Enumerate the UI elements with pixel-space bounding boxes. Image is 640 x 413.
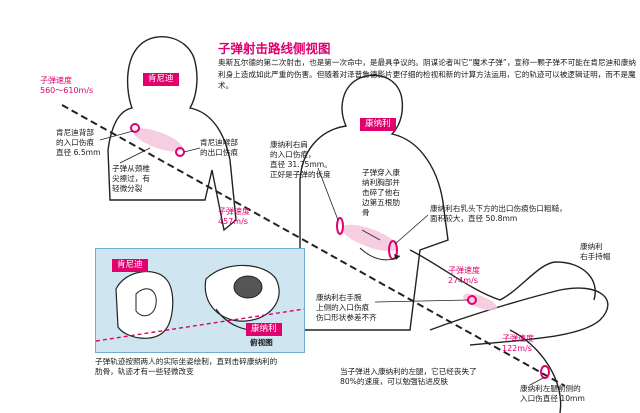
thigh-label: 当子弹进入康纳利的左腿，它已经丧失了 80%的速度，可以勉强钻进皮肤 — [340, 367, 477, 387]
inset-kennedy-tag: 肯尼迪 — [112, 259, 148, 272]
speed-122-label: 子弹速度 122m/s — [502, 334, 534, 354]
speed-start-label: 子弹速度 560～610m/s — [40, 76, 93, 96]
connally-wrist-zone — [461, 290, 499, 314]
right-hand-label: 康纳利 右手持帽 — [580, 242, 610, 262]
intro-paragraph: 奥斯瓦尔德的第二次射击，也是第一次命中，是最具争议的。阴谋论者叫它“魔术子弹”，… — [218, 57, 636, 92]
chest-label: 子弹穿入康 纳利胸部并 击碎了他右 边第五根肋 骨 — [362, 168, 400, 218]
speed-mid-label: 子弹速度 457m/s — [218, 207, 250, 227]
speed-274-label: 子弹速度 274m/s — [448, 266, 480, 286]
chest-exit-label: 康纳利右乳头下方的出口伤痕伤口粗糙， 面积较大，直径 50.8mm — [430, 204, 567, 224]
kennedy-tag: 肯尼迪 — [143, 73, 179, 86]
connally-tag: 康纳利 — [360, 118, 396, 131]
left-thigh-label: 康纳利左腿前侧的 入口伤直径 10mm — [520, 384, 585, 404]
diagram-title: 子弹射击路线侧视图 — [218, 38, 331, 57]
neck-graze-label: 子弹从颈椎 尖擦过，有 轻微分裂 — [112, 164, 150, 194]
wrist-label: 康纳利右手腕 上侧的入口伤痕 伤口形状参差不齐 — [316, 293, 377, 323]
kennedy-entry-label: 肯尼迪背部 的入口伤痕 直径 6.5mm — [56, 128, 100, 158]
connally-arm — [410, 250, 595, 300]
inset-caption: 子弹轨迹按照两人的实际坐姿绘制，直到击碎康纳利的 肋骨，轨迹才有一些轻微改变 — [95, 357, 277, 377]
connally-entry-label: 康纳利右肩 的入口伤痕， 直径 31.75mm。 正好是子弹的长度 — [270, 140, 332, 180]
inset-view-label: 俯视图 — [250, 338, 273, 348]
top-view-inset: 肯尼迪 康纳利 俯视图 — [95, 248, 305, 353]
connally-thigh-ring — [541, 366, 549, 378]
kennedy-silhouette — [108, 37, 236, 230]
inset-connally-tag: 康纳利 — [246, 323, 282, 336]
kennedy-exit-label: 肯尼迪喉部 的出口伤痕 — [200, 138, 238, 158]
